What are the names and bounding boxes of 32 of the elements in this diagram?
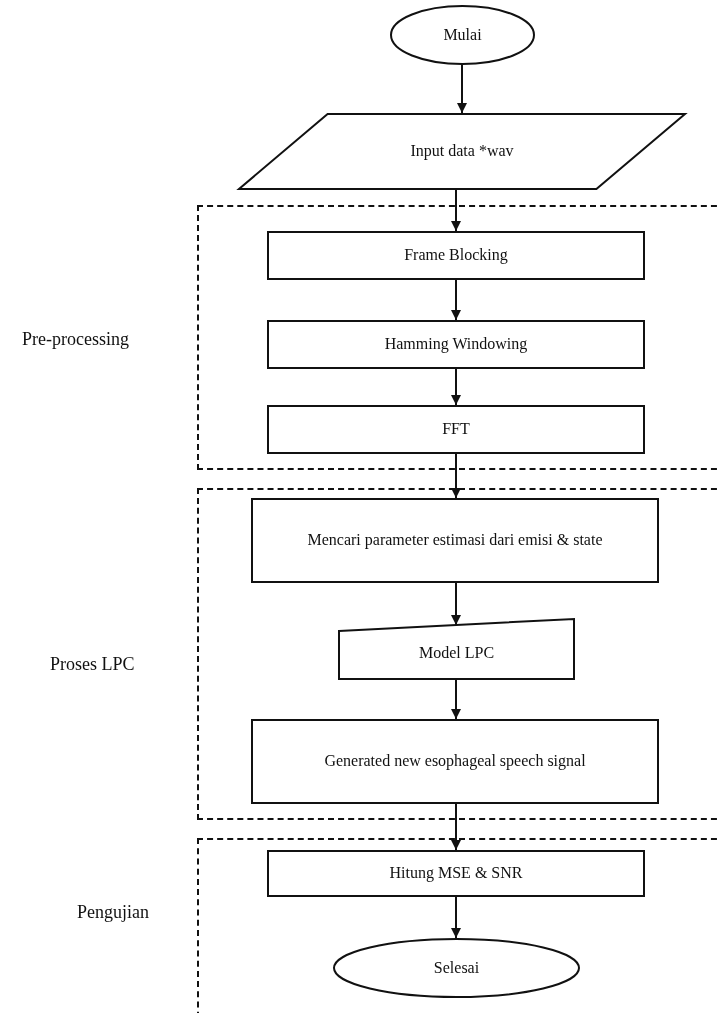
- manual-input-shape: [338, 618, 575, 680]
- node-label: Frame Blocking: [403, 245, 509, 266]
- arrow: [451, 582, 461, 627]
- arrow: [451, 189, 461, 232]
- process-box: [267, 850, 645, 897]
- process-box: [267, 320, 645, 369]
- arrow: [451, 453, 461, 499]
- node-label: Hamming Windowing: [383, 334, 529, 355]
- arrow: [451, 368, 461, 406]
- arrow: [451, 279, 461, 321]
- process-box: [251, 719, 659, 804]
- process-box: [251, 498, 659, 583]
- section-label: Pengujian: [77, 902, 149, 923]
- arrow: [451, 896, 461, 939]
- process-box: [267, 405, 645, 454]
- section-label: Proses LPC: [50, 654, 135, 675]
- node-label: Hitung MSE & SNR: [388, 863, 524, 884]
- arrow: [451, 679, 461, 720]
- node-label: Mulai: [442, 24, 483, 45]
- node-label: Input data *wav: [409, 141, 515, 162]
- arrow: [451, 803, 461, 851]
- node-label: FFT: [441, 419, 471, 440]
- process-box: [267, 231, 645, 280]
- terminator-ellipse: [390, 5, 535, 65]
- input-parallelogram: [238, 113, 686, 190]
- section-label: Pre-processing: [22, 329, 129, 350]
- arrow: [457, 64, 467, 114]
- terminator-ellipse: [333, 938, 580, 998]
- node-label: Mencari parameter estimasi dari emisi & state: [306, 530, 604, 551]
- node-label: Selesai: [432, 957, 481, 978]
- node-label: Model LPC: [417, 642, 496, 663]
- node-label: Generated new esophageal speech signal: [323, 751, 587, 772]
